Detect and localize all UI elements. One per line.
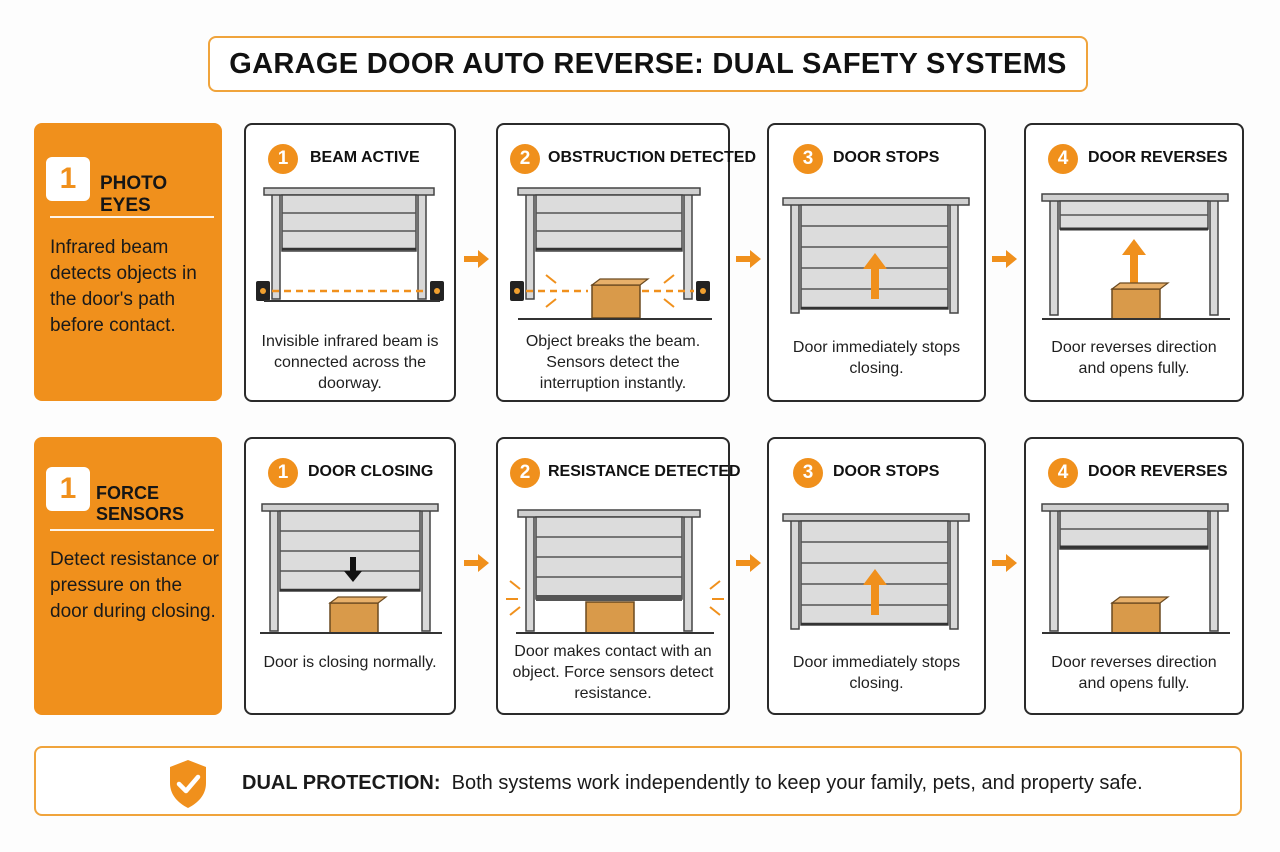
step-number-badge: 1 [268, 144, 298, 174]
arrow-right-icon [464, 250, 489, 268]
step-card-obstruction-detected: 2 OBSTRUCTION DETECTED Object breaks the… [496, 123, 756, 402]
step-description: Door immediately stops closing. [792, 654, 961, 692]
step-card-door-stops: 3 DOOR STOPS Door immediately stops clos… [767, 123, 986, 402]
step-card-door-reverses: 4 DOOR REVERSES Door reverses direction … [1024, 437, 1244, 715]
step-title: BEAM ACTIVE [310, 149, 420, 166]
step-title: DOOR REVERSES [1088, 149, 1228, 166]
step-description: Door makes contact with an object. Force… [512, 643, 714, 702]
step-title: DOOR REVERSES [1088, 463, 1228, 480]
system-number: 1 [46, 157, 90, 201]
step-description: Door reverses direction and opens fully. [1051, 339, 1217, 377]
arrow-right-icon [736, 250, 761, 268]
step-number-badge: 4 [1048, 458, 1078, 488]
door-reversing-illustration [1041, 503, 1230, 634]
step-description: Door immediately stops closing. [792, 339, 961, 377]
arrow-right-icon [992, 554, 1017, 572]
step-card-resistance-detected: 2 RESISTANCE DETECTED Door makes contact… [496, 437, 741, 715]
step-title: DOOR STOPS [833, 149, 940, 166]
divider [50, 216, 214, 218]
step-card-beam-active: 1 BEAM ACTIVE Invisible infrared beam is… [244, 123, 456, 402]
door-obstruction-illustration [510, 187, 712, 320]
step-description: Object breaks the beam. Sensors detect t… [525, 333, 701, 392]
page-title: GARAGE DOOR AUTO REVERSE: DUAL SAFETY SY… [208, 36, 1088, 92]
system-name: PHOTO EYES [100, 173, 168, 216]
shield-check-icon [170, 760, 206, 808]
system-panel-photo-eyes: 1 PHOTO EYES Infrared beam detects objec… [34, 123, 222, 401]
system-panel-force-sensors: 1 FORCE SENSORS Detect resistance or pre… [34, 437, 222, 715]
door-reversing-illustration [1041, 193, 1230, 320]
step-number-badge: 3 [793, 458, 823, 488]
step-title: OBSTRUCTION DETECTED [548, 149, 756, 166]
step-number-badge: 2 [510, 144, 540, 174]
door-beam-illustration [256, 187, 444, 302]
arrow-right-icon [736, 554, 761, 572]
arrow-right-icon [464, 554, 489, 572]
system-name: FORCE SENSORS [96, 483, 185, 524]
footer-text: DUAL PROTECTION: Both systems work indep… [242, 772, 1143, 795]
divider [50, 529, 214, 531]
step-number-badge: 4 [1048, 144, 1078, 174]
footer-label: DUAL PROTECTION: [242, 772, 441, 794]
arrow-right-icon [992, 250, 1017, 268]
door-resistance-illustration [506, 509, 724, 634]
door-closing-illustration [260, 503, 442, 634]
system-number: 1 [46, 467, 90, 511]
step-description: Door reverses direction and opens fully. [1051, 654, 1217, 692]
step-number-badge: 2 [510, 458, 540, 488]
footer-message: Both systems work independently to keep … [451, 772, 1143, 794]
door-stopped-illustration [782, 513, 970, 630]
step-number-badge: 1 [268, 458, 298, 488]
step-title: DOOR CLOSING [308, 463, 434, 480]
system-description: Infrared beam detects objects in the doo… [50, 237, 197, 336]
step-number-badge: 3 [793, 144, 823, 174]
step-card-door-closing: 1 DOOR CLOSING Door is closing normally. [244, 437, 456, 715]
footer-banner: DUAL PROTECTION: Both systems work indep… [34, 746, 1242, 816]
step-card-door-reverses: 4 DOOR REVERSES Door reverses direction … [1024, 123, 1244, 402]
step-card-door-stops: 3 DOOR STOPS Door immediately stops clos… [767, 437, 986, 715]
step-description: Invisible infrared beam is connected acr… [261, 333, 439, 392]
step-title: DOOR STOPS [833, 463, 940, 480]
door-stopped-illustration [782, 197, 970, 314]
system-description: Detect resistance or pressure on the doo… [50, 549, 219, 622]
step-description: Door is closing normally. [263, 654, 437, 671]
step-title: RESISTANCE DETECTED [548, 463, 741, 480]
